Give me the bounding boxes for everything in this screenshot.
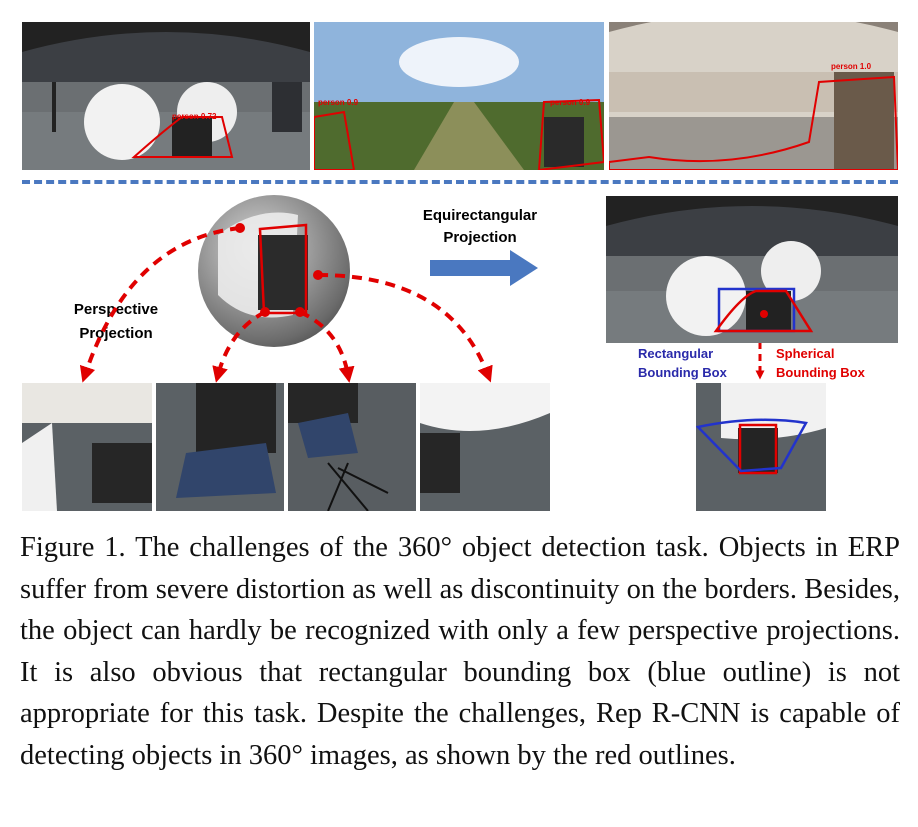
erp-image: [606, 196, 898, 343]
panorama-station-image: person 1.0: [609, 22, 898, 170]
perspective-crop-4: [420, 383, 550, 511]
detection-label-left: person 0.9: [318, 98, 359, 107]
figure-caption: Figure 1. The challenges of the 360° obj…: [20, 532, 900, 771]
erp-arrow: [430, 250, 538, 286]
rectangular-bbox-label: Rectangular Bounding Box: [638, 346, 727, 380]
zoomed-detection-crop: [696, 383, 826, 511]
detection-label-right: person 0.9: [550, 98, 591, 107]
perspective-crop-1: [22, 383, 152, 511]
detection-label: person 1.0: [831, 62, 872, 71]
panorama-field-image: person 0.9 person 0.9: [314, 22, 604, 170]
panorama-studio-image: person 0.72: [22, 22, 310, 170]
section-divider: [22, 180, 898, 184]
perspective-crop-2: [156, 383, 284, 511]
detection-label: person 0.72: [172, 112, 217, 121]
perspective-projection-label: Perspective Projection: [73, 301, 159, 342]
sphere-image: [198, 195, 350, 347]
perspective-crop-3: [288, 383, 416, 511]
erp-projection-label: Equirectangular Projection: [422, 207, 538, 246]
spherical-bbox-label: Spherical Bounding Box: [776, 346, 865, 380]
